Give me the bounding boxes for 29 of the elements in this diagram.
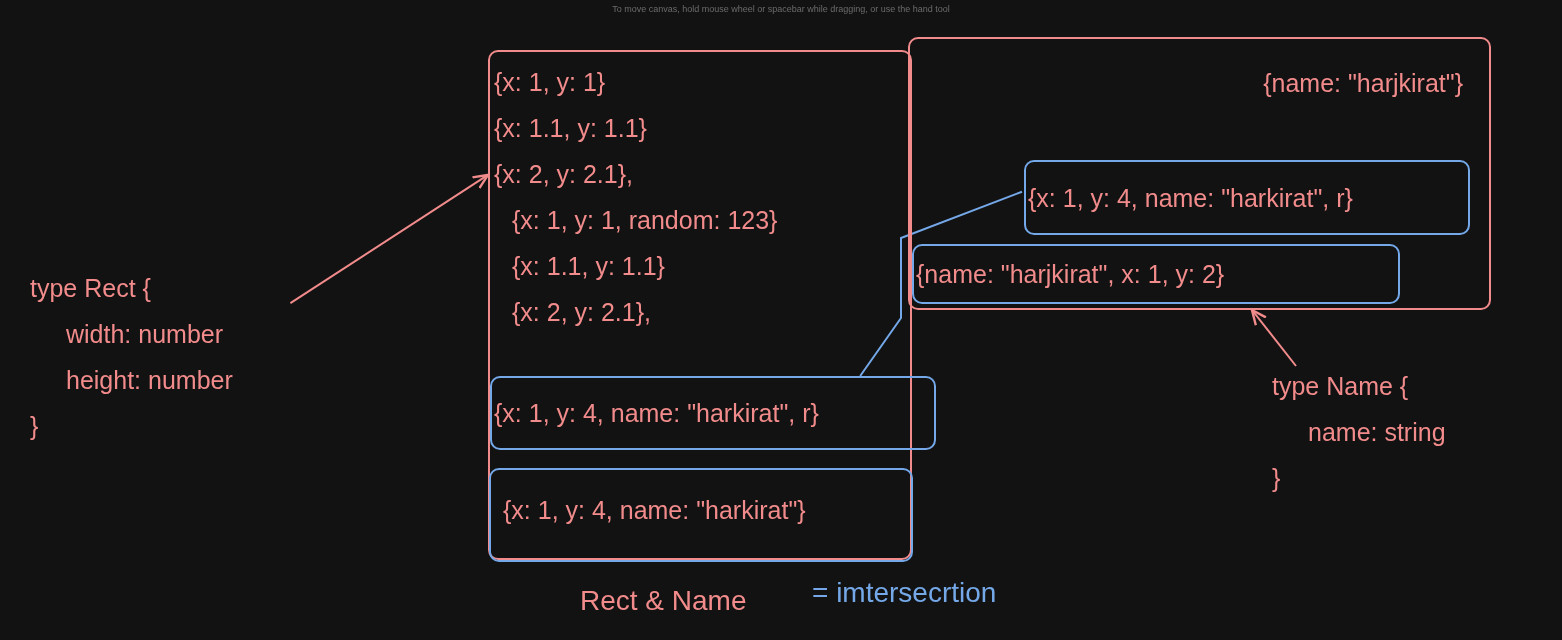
code-text: {x: 1.1, y: 1.1} (493, 113, 648, 144)
code-text: {x: 2, y: 2.1}, (493, 159, 634, 190)
code-text: {x: 1, y: 4, name: "harkirat", r} (1028, 182, 1354, 214)
code-text: type Name { (1272, 371, 1410, 402)
object-box (912, 244, 1400, 304)
code-text: {x: 1, y: 1} (493, 67, 607, 98)
code-text: type Rect { (30, 273, 152, 304)
code-text: {name: "harjkirat", x: 1, y: 2} (916, 259, 1226, 290)
code-text: {name: "harjkirat"} (1263, 69, 1463, 97)
label-text: = imtersecrtion (812, 576, 997, 610)
arrow (289, 173, 490, 305)
code-text: } (30, 411, 40, 442)
label-text: Rect & Name (580, 584, 747, 618)
object-box (908, 37, 1491, 310)
object-box (1024, 160, 1470, 235)
code-text: height: number (65, 365, 234, 396)
connector-line (859, 190, 1023, 377)
code-text: name: string (1307, 417, 1447, 448)
object-box (488, 50, 912, 560)
code-text: {x: 2, y: 2.1}, (511, 297, 652, 328)
arrow (1250, 308, 1297, 367)
code-text: {x: 1, y: 4, name: "harkirat"} (503, 495, 807, 526)
code-text: width: number (65, 319, 225, 350)
code-text: {x: 1, y: 4, name: "harkirat", r} (494, 398, 820, 429)
code-text: } (1272, 463, 1282, 494)
code-text: {x: 1.1, y: 1.1} (511, 251, 666, 282)
hint-text: To move canvas, hold mouse wheel or spacebar while dragging, or use the hand tool (611, 3, 951, 16)
object-box (489, 468, 913, 562)
code-text: {x: 1, y: 1, random: 123} (511, 205, 778, 236)
